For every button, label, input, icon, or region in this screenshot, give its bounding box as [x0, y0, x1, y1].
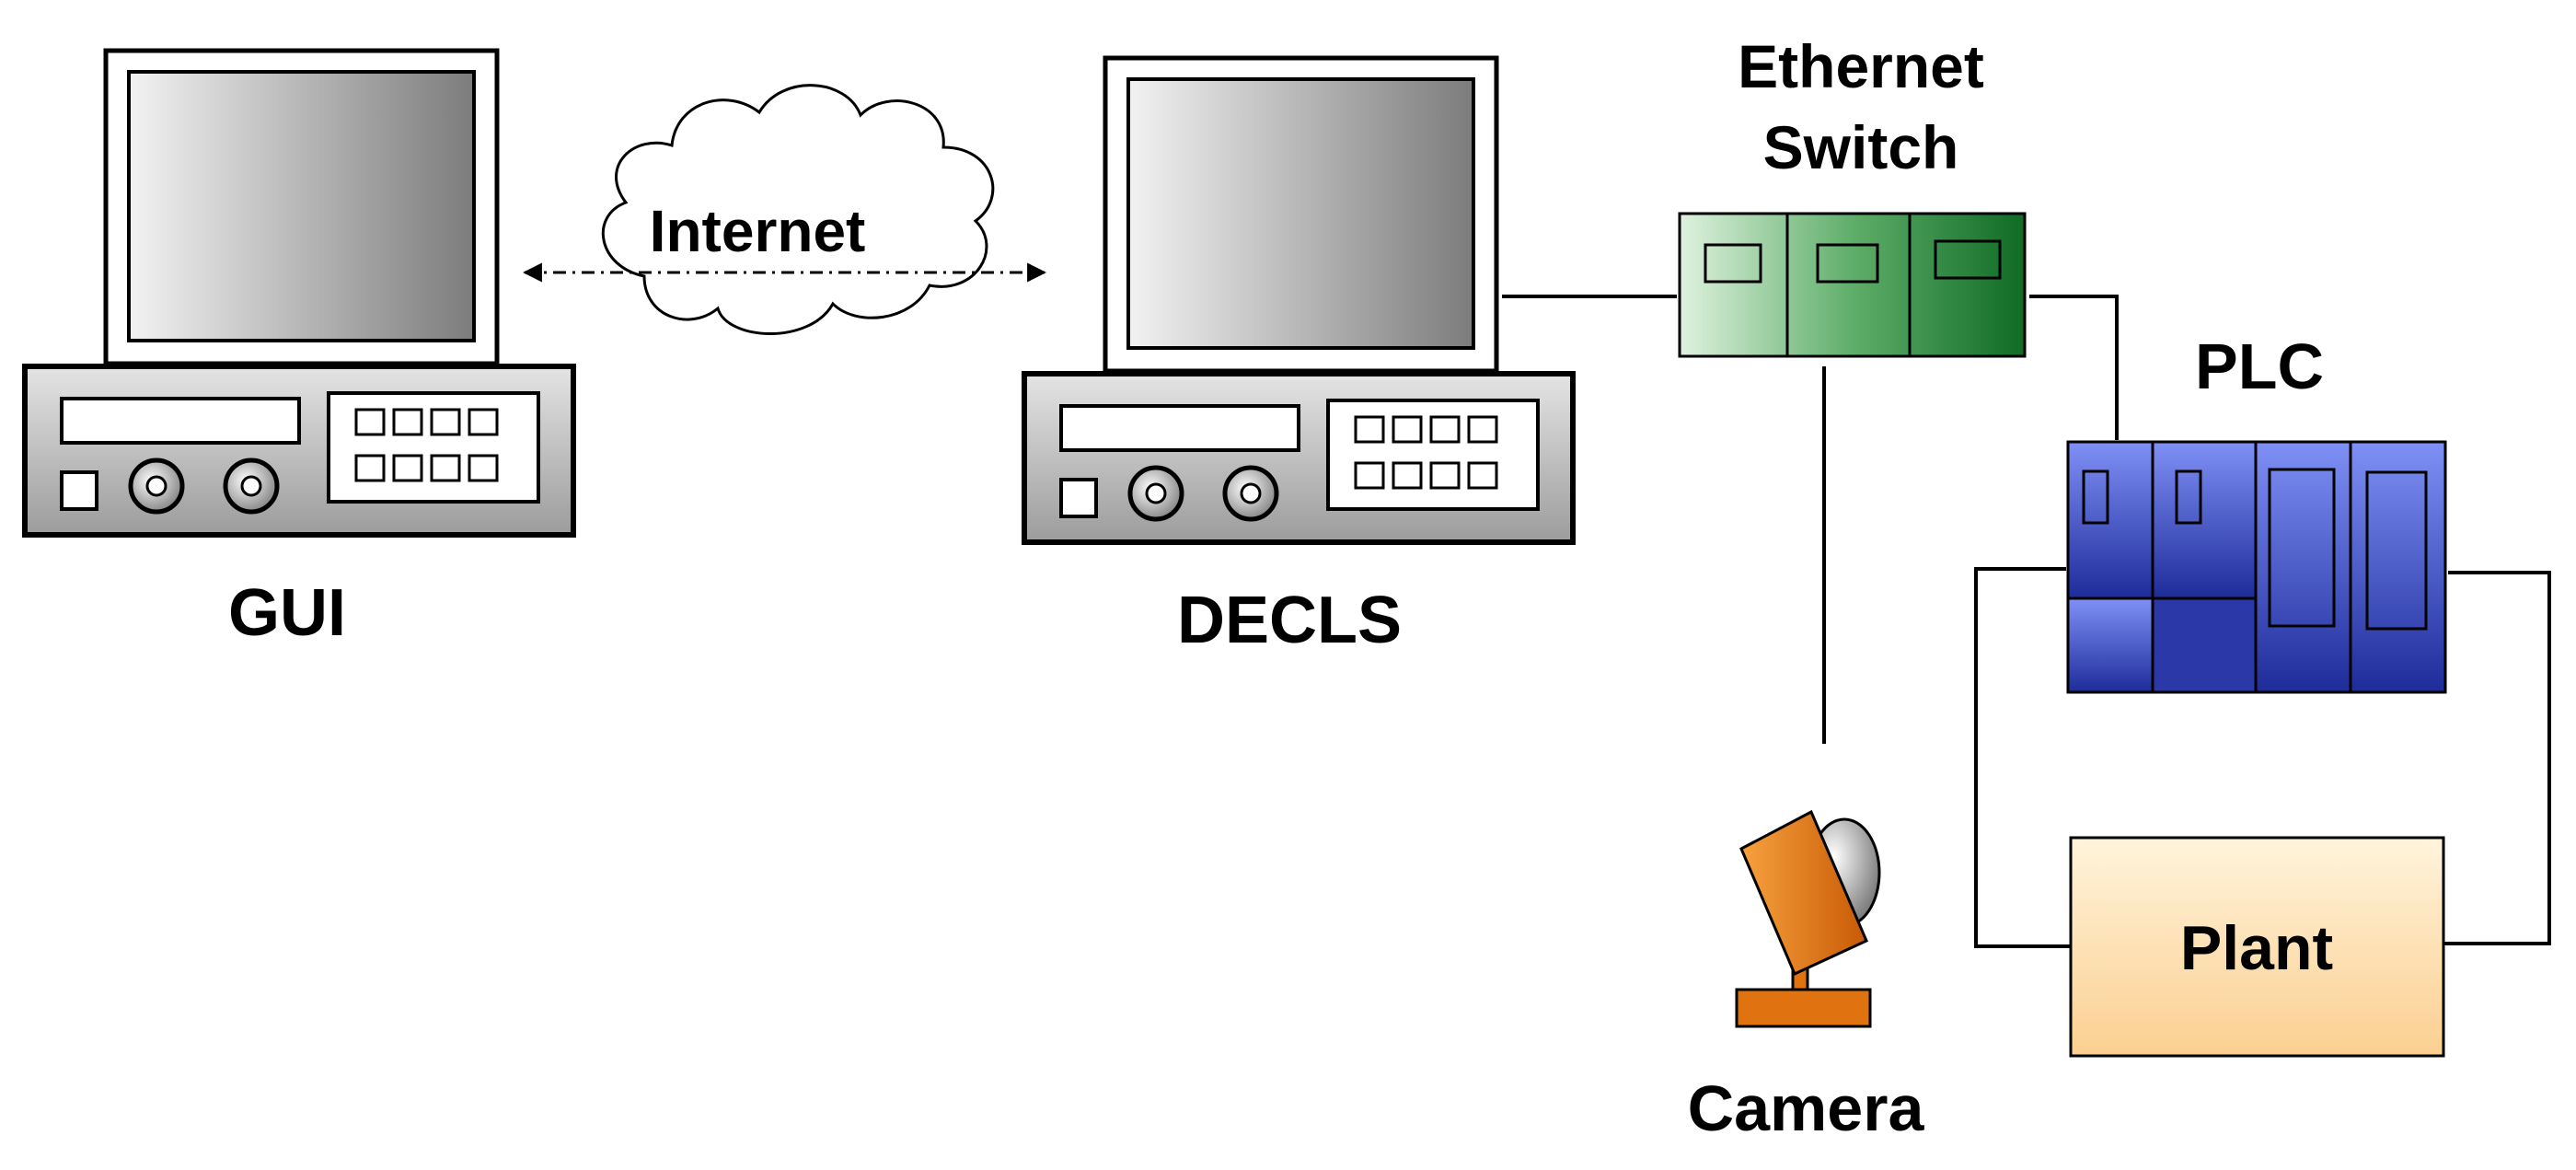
plc: PLC: [2066, 330, 2447, 694]
internet-label: Internet: [650, 198, 866, 264]
plant: Plant: [2069, 836, 2445, 1058]
ethernet-switch-label-line1: Ethernet: [1738, 32, 1984, 100]
line-plc-to-plant-right: [2443, 571, 2551, 945]
gui-label: GUI: [228, 576, 346, 650]
ethernet-switch-label-line2: Switch: [1763, 113, 1959, 181]
camera-label: Camera: [1688, 1072, 1925, 1144]
camera-icon: [1735, 809, 1881, 1028]
ethernet-switch-icon: [1678, 212, 2027, 358]
plant-box: [2069, 836, 2445, 1058]
decls-label: DECLS: [1177, 584, 1402, 657]
plc-rack-icon: [2066, 440, 2447, 694]
desktop-computer-icon: [22, 48, 576, 538]
decls-computer: DECLS: [1022, 55, 1576, 657]
camera: Camera: [1688, 809, 1925, 1144]
plant-label: Plant: [2180, 913, 2333, 983]
internet-link: Internet: [522, 84, 1047, 335]
connection-lines: [1502, 295, 2551, 948]
line-plc-to-plant-left: [1974, 567, 2071, 948]
gui-computer: GUI: [22, 48, 576, 650]
line-switch-to-plc: [2029, 295, 2119, 440]
ethernet-switch: Ethernet Switch: [1678, 32, 2027, 358]
plc-label: PLC: [2195, 330, 2324, 402]
desktop-computer-icon: [1022, 55, 1576, 545]
